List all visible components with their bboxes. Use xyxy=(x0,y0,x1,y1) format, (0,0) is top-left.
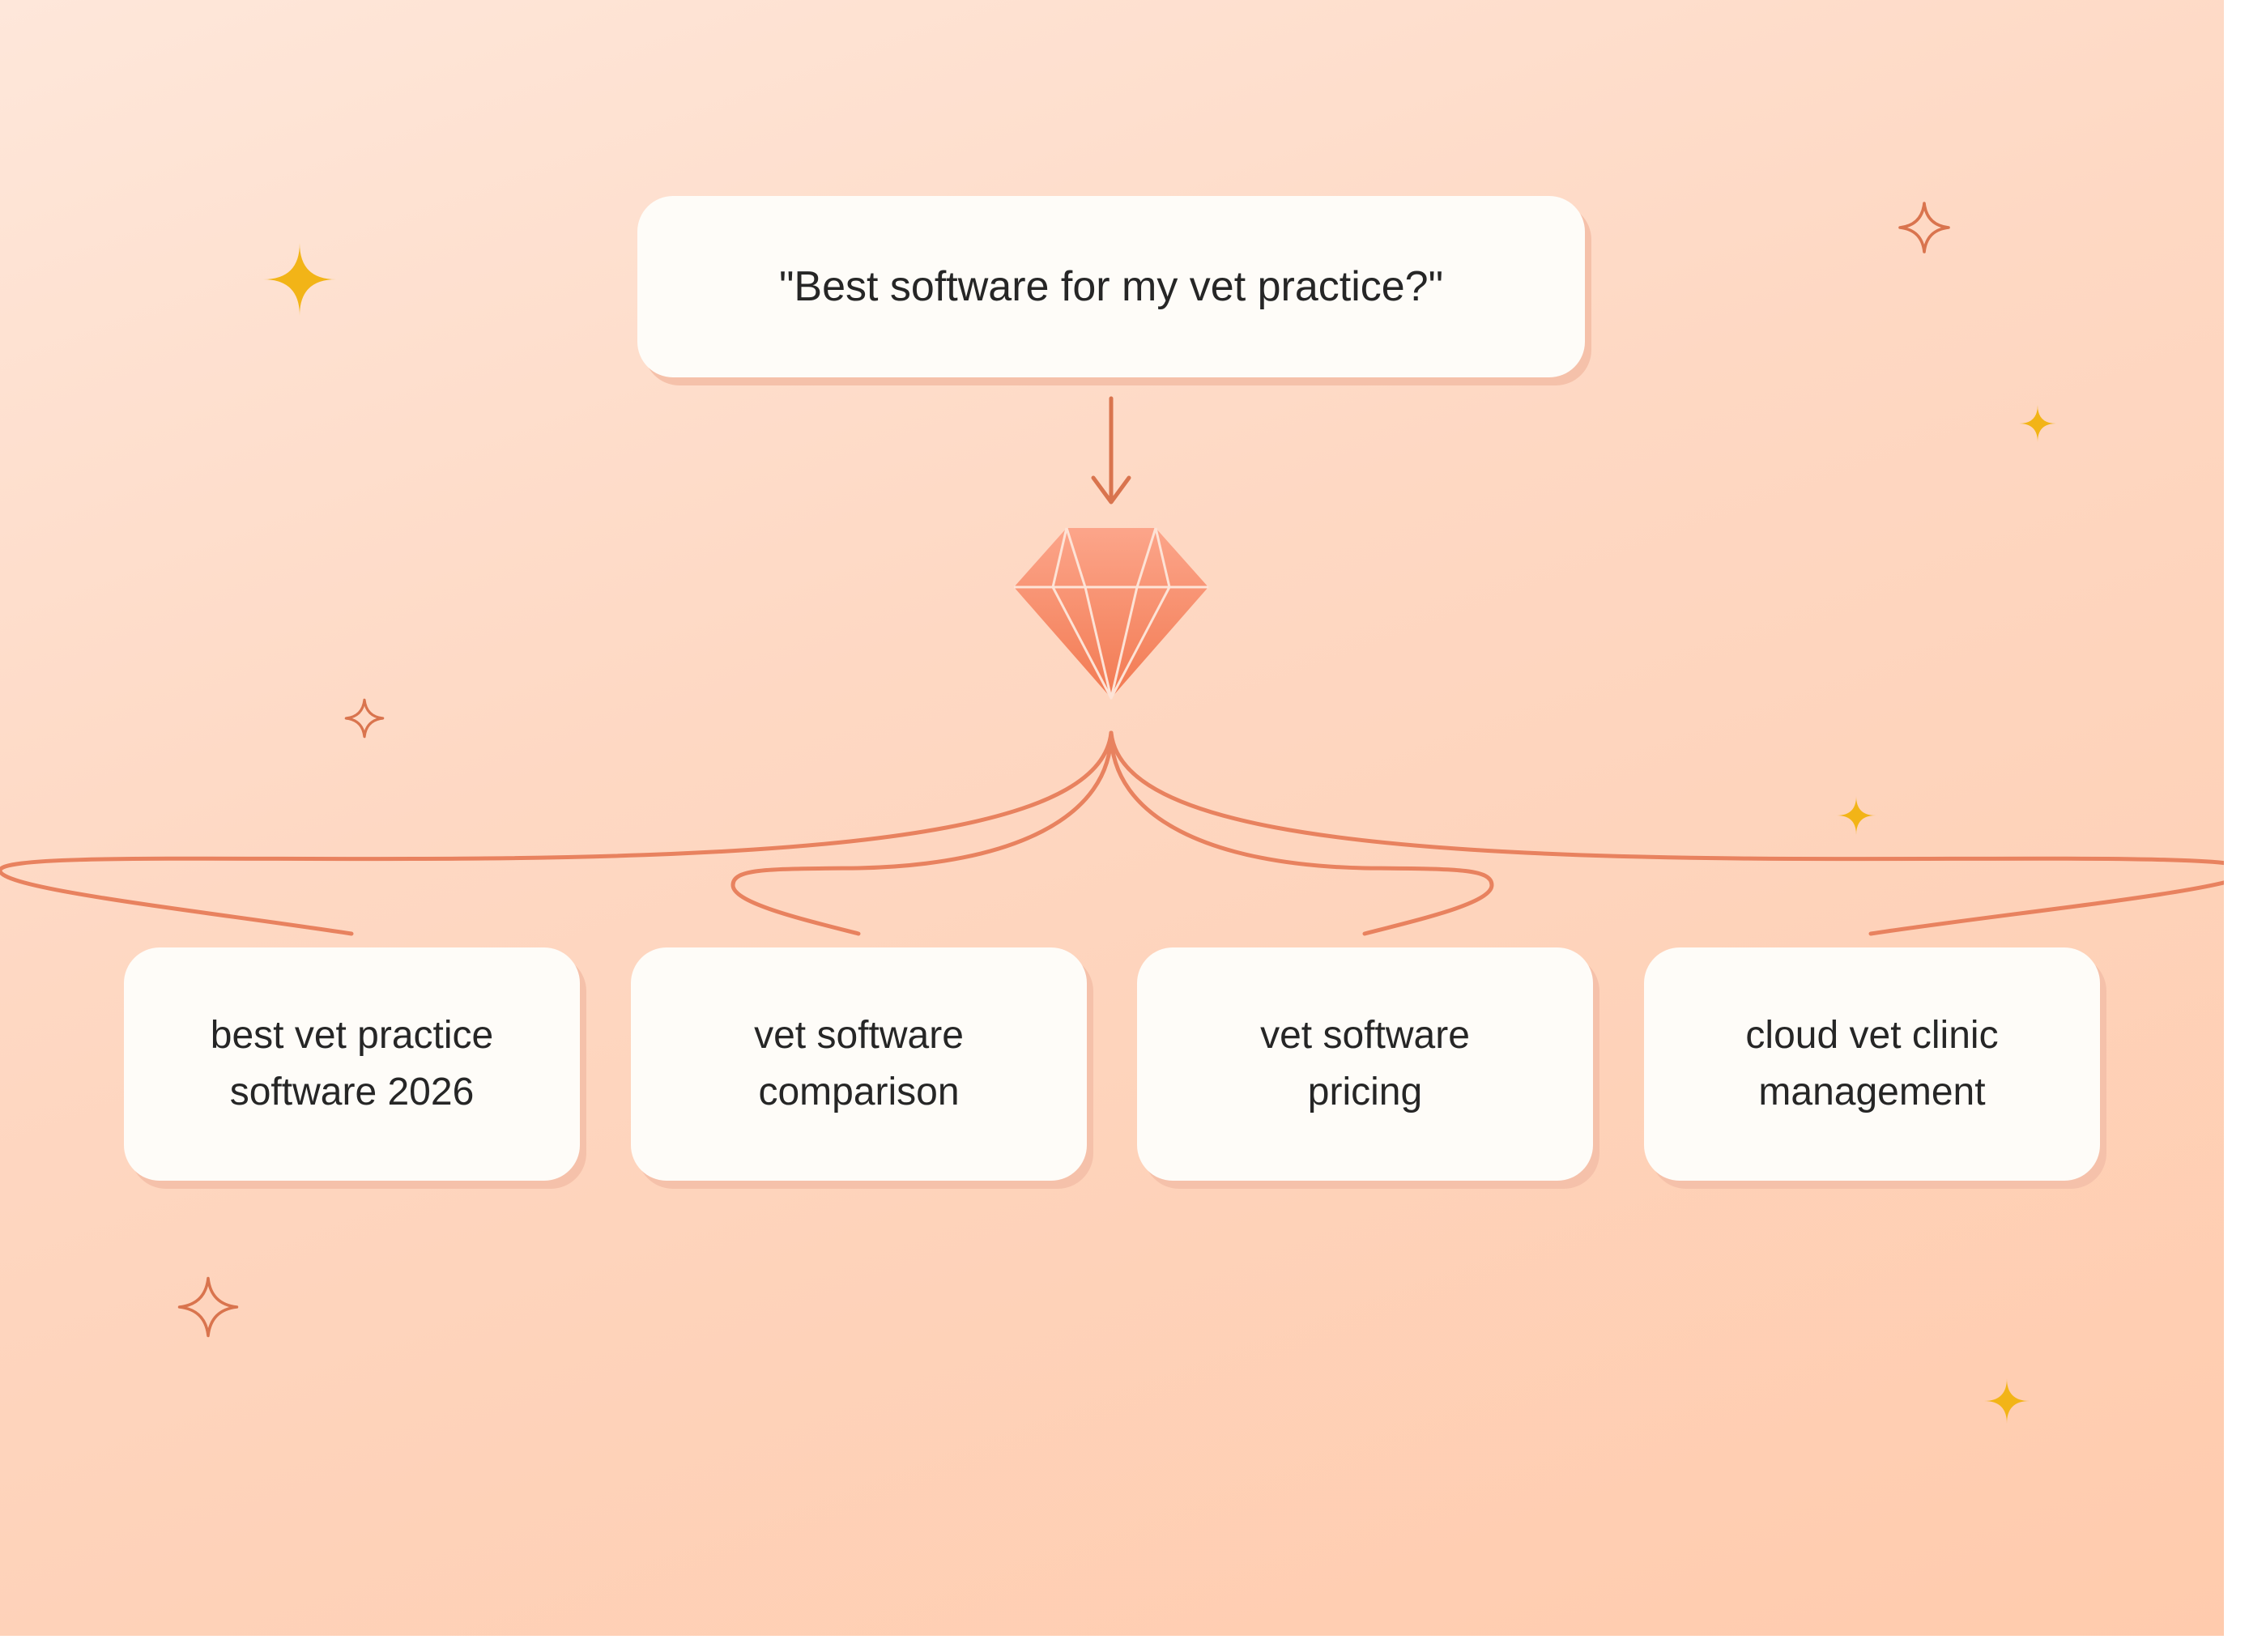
down-arrow-icon xyxy=(1091,396,1131,505)
sparkle-icon xyxy=(1837,796,1876,835)
connector-result-4 xyxy=(1109,730,2224,936)
result-card-2-line-1: vet software xyxy=(754,1014,964,1057)
result-card-4: cloud vet clinic management xyxy=(1644,947,2100,1181)
result-card-1-line-2: software 2026 xyxy=(229,1071,475,1113)
sparkle-icon xyxy=(263,243,336,316)
result-card-1-line-1: best vet practice xyxy=(210,1014,494,1057)
connector-lines xyxy=(0,396,2224,936)
result-card-4-line-2: management xyxy=(1758,1071,1986,1113)
result-card-4-line-1: cloud vet clinic xyxy=(1745,1014,1999,1057)
result-card-2-line-2: comparison xyxy=(758,1071,960,1113)
result-card-3-line-1: vet software xyxy=(1260,1014,1470,1057)
result-card-3-line-2: pricing xyxy=(1307,1071,1423,1113)
sparkle-icon xyxy=(1898,202,1950,253)
result-card-2: vet software comparison xyxy=(631,947,1087,1181)
connector-result-2 xyxy=(730,730,1114,936)
query-card: "Best software for my vet practice?" xyxy=(637,196,1585,377)
diagram-canvas: "Best software for my vet practice?" bes… xyxy=(0,0,2224,1636)
sparkle-icon xyxy=(344,698,385,739)
sparkle-icon xyxy=(2019,405,2056,442)
connector-result-3 xyxy=(1109,730,1494,936)
sparkle-icon xyxy=(177,1276,239,1338)
result-card-3: vet software pricing xyxy=(1137,947,1593,1181)
result-card-1: best vet practice software 2026 xyxy=(124,947,580,1181)
connector-result-1 xyxy=(0,730,1114,936)
gem-icon xyxy=(1014,527,1208,700)
sparkle-icon xyxy=(1984,1378,2030,1424)
query-text: "Best software for my vet practice?" xyxy=(778,263,1444,310)
